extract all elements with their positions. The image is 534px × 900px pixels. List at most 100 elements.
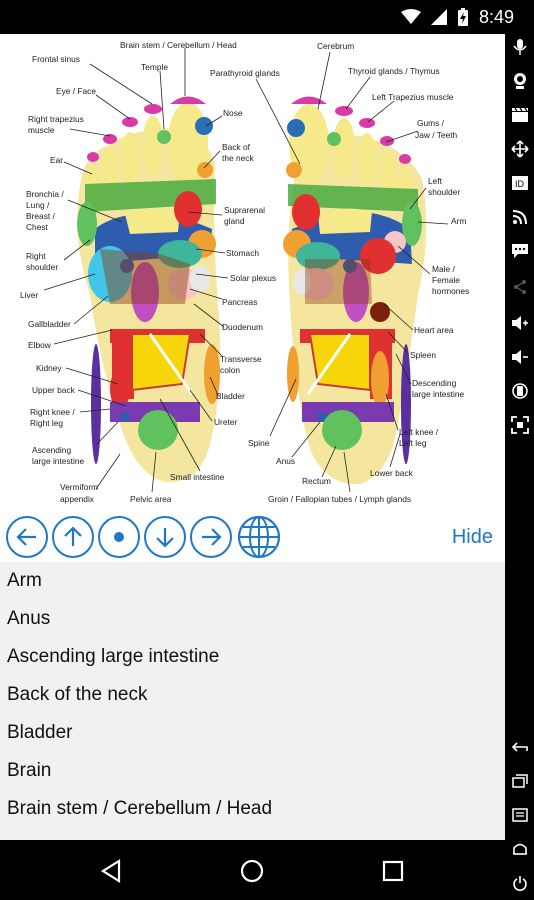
label-pelvic[interactable]: Pelvic area — [130, 494, 172, 504]
label-stomach[interactable]: Stomach — [226, 248, 259, 258]
chat-button[interactable] — [511, 242, 529, 260]
arrow-down-button[interactable] — [144, 516, 186, 558]
arrow-right-button[interactable] — [190, 516, 232, 558]
list-item[interactable]: Arm — [7, 570, 42, 591]
globe-button[interactable] — [236, 514, 282, 560]
left-foot — [283, 96, 427, 485]
id-button[interactable]: ID — [511, 174, 529, 192]
home-button[interactable] — [237, 856, 267, 886]
arrow-left-icon — [16, 528, 36, 546]
label-nose[interactable]: Nose — [223, 108, 243, 118]
label-heart-area[interactable]: Heart area — [414, 325, 454, 335]
arrow-left-button[interactable] — [6, 516, 48, 558]
label-anus[interactable]: Anus — [276, 456, 295, 466]
battery-icon — [457, 8, 468, 26]
list-item[interactable]: Brain — [7, 760, 52, 781]
label-groin[interactable]: Groin / Fallopian tubes / Lymph glands — [268, 494, 411, 504]
side-toolbar: ID — [505, 34, 534, 900]
move-button[interactable] — [511, 140, 529, 158]
label-parathyroid[interactable]: Parathyroid glands — [210, 68, 280, 78]
svg-text:ID: ID — [515, 179, 525, 189]
label-male-female[interactable]: Male / — [432, 264, 455, 274]
label-rectum[interactable]: Rectum — [302, 476, 331, 486]
list-item[interactable]: Back of the neck — [7, 684, 148, 705]
camera-button[interactable] — [511, 72, 529, 90]
label-right-shoulder[interactable]: Right — [26, 251, 46, 261]
label-suprarenal[interactable]: Suprarenal — [224, 205, 265, 215]
label-left-knee[interactable]: Left knee / — [399, 427, 439, 437]
label-right-trapezius[interactable]: Right trapezius — [28, 114, 84, 124]
list-item[interactable]: Bladder — [7, 722, 73, 743]
label-right-knee[interactable]: Right knee / — [30, 407, 75, 417]
label-right-shoulder-2: shoulder — [26, 262, 58, 272]
foot-reflexology-chart[interactable]: Brain stem / Cerebellum / Head Cerebrum … — [0, 34, 505, 510]
label-small-intestine[interactable]: Small intestine — [170, 472, 225, 482]
id-card-icon: ID — [512, 176, 528, 190]
label-transverse[interactable]: Transverse — [220, 354, 262, 364]
label-eye-face[interactable]: Eye / Face — [56, 86, 96, 96]
label-right-knee-2: Right leg — [30, 418, 63, 428]
back-side-button[interactable] — [511, 739, 529, 757]
label-gallbladder[interactable]: Gallbladder — [28, 319, 71, 329]
label-brain-stem[interactable]: Brain stem / Cerebellum / Head — [120, 40, 237, 50]
label-thyroid[interactable]: Thyroid glands / Thymus — [348, 66, 440, 76]
power-button[interactable] — [511, 874, 529, 892]
menu-side-button[interactable] — [511, 806, 529, 824]
fullscreen-button[interactable] — [511, 416, 529, 434]
label-cerebrum[interactable]: Cerebrum — [317, 41, 354, 51]
rss-button[interactable] — [511, 208, 529, 226]
list-item[interactable]: Brain stem / Cerebellum / Head — [7, 798, 273, 819]
label-spine[interactable]: Spine — [248, 438, 270, 448]
recents-square-icon — [382, 860, 404, 882]
label-ureter[interactable]: Ureter — [214, 417, 237, 427]
list-item[interactable]: Anus — [7, 608, 51, 629]
label-lower-back[interactable]: Lower back — [370, 468, 414, 478]
label-frontal-sinus[interactable]: Frontal sinus — [32, 54, 80, 64]
label-spleen[interactable]: Spleen — [410, 350, 436, 360]
undo-arrow-icon — [511, 742, 528, 752]
label-back-neck-2: the neck — [222, 153, 254, 163]
label-back-neck[interactable]: Back of — [222, 142, 251, 152]
label-upper-back[interactable]: Upper back — [32, 385, 76, 395]
mic-button[interactable] — [511, 38, 529, 56]
share-icon — [514, 280, 526, 294]
label-bladder[interactable]: Bladder — [216, 391, 245, 401]
label-gums[interactable]: Gums / — [417, 118, 445, 128]
label-descending[interactable]: Descending — [412, 378, 457, 388]
label-male-female-3: hormones — [432, 286, 469, 296]
label-vermiform[interactable]: Vermiform — [60, 482, 98, 492]
video-button[interactable] — [511, 106, 529, 124]
share-button[interactable] — [511, 278, 529, 296]
recents-button[interactable] — [378, 856, 408, 886]
leader-lines — [43, 48, 449, 493]
label-temple[interactable]: Temple — [141, 62, 168, 72]
label-arm[interactable]: Arm — [451, 216, 466, 226]
label-ascending[interactable]: Ascending — [32, 445, 71, 455]
label-ear[interactable]: Ear — [50, 155, 63, 165]
center-button[interactable] — [98, 516, 140, 558]
webcam-icon — [514, 73, 526, 89]
label-pancreas[interactable]: Pancreas — [222, 297, 257, 307]
home-side-button[interactable] — [511, 840, 529, 858]
label-solar-plexus[interactable]: Solar plexus — [230, 273, 276, 283]
arrow-up-button[interactable] — [52, 516, 94, 558]
hide-button[interactable]: Hide — [451, 526, 493, 548]
recents-side-button[interactable] — [511, 772, 529, 790]
label-liver[interactable]: Liver — [20, 290, 38, 300]
menu-icon — [512, 808, 528, 822]
volume-down-button[interactable] — [511, 348, 529, 366]
label-right-trapezius-2: muscle — [28, 125, 55, 135]
back-button[interactable] — [96, 856, 126, 886]
label-left-trapezius[interactable]: Left Trapezius muscle — [372, 92, 454, 102]
chat-bubble-icon — [512, 244, 528, 258]
wifi-icon — [400, 9, 421, 24]
label-duodenum[interactable]: Duodenum — [222, 322, 263, 332]
label-left-shoulder[interactable]: Left — [428, 176, 443, 186]
label-elbow[interactable]: Elbow — [28, 340, 52, 350]
label-kidney[interactable]: Kidney — [36, 363, 62, 373]
volume-up-button[interactable] — [511, 314, 529, 332]
label-bronchia[interactable]: Bronchia / — [26, 189, 64, 199]
rotate-button[interactable] — [511, 382, 529, 400]
list-item[interactable]: Ascending large intestine — [7, 646, 220, 667]
rotate-icon — [512, 383, 528, 399]
